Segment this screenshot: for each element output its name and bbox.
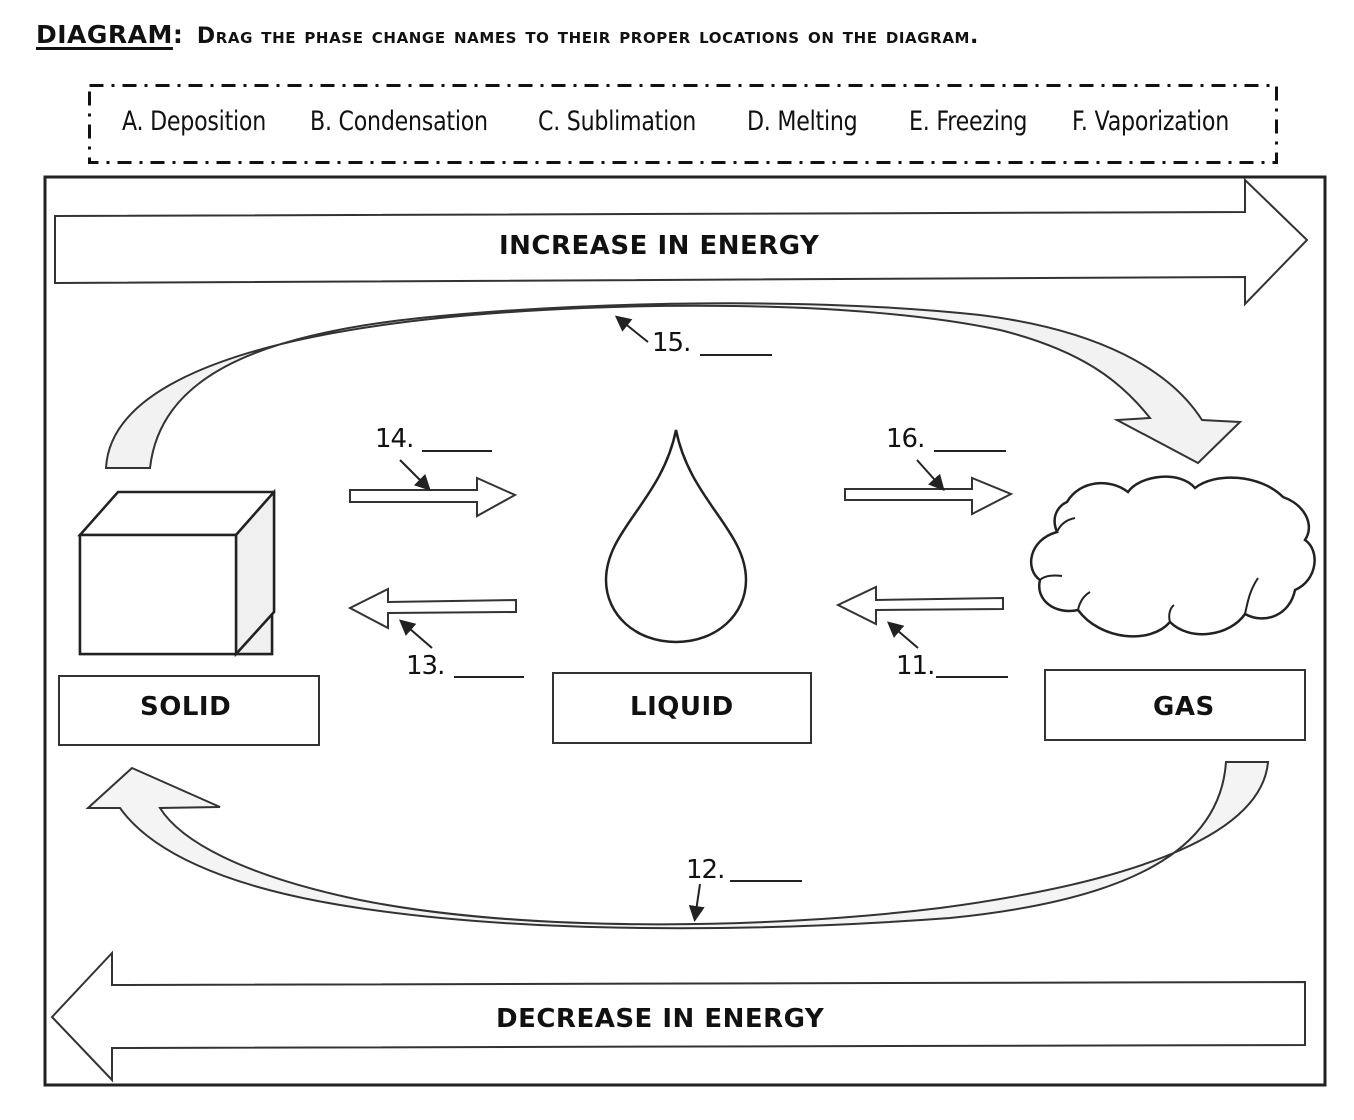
blank-16-number: 16. (886, 424, 925, 454)
word-chip-melting[interactable]: D. Melting (747, 106, 858, 137)
pointer-13 (398, 619, 433, 649)
solid-label-box (58, 675, 320, 746)
blank-12-drop-zone[interactable] (730, 852, 802, 882)
instruction-header: DIAGRAM: Drag the phase change names to … (36, 20, 979, 49)
pointer-11 (886, 621, 919, 649)
increase-energy-label: INCREASE IN ENERGY (499, 231, 820, 261)
diagram-label-colon: : (172, 20, 183, 49)
liquid-label: LIQUID (630, 692, 734, 722)
word-bank-border (88, 84, 1278, 164)
melting-arrow (349, 476, 518, 518)
blank-13-number: 13. (406, 651, 445, 681)
vaporization-arrow (844, 476, 1014, 516)
instruction-text: Drag the phase change names to their pro… (196, 24, 980, 49)
blank-15-number: 15. (652, 328, 691, 358)
blank-12-number: 12. (686, 855, 725, 885)
word-chip-deposition[interactable]: A. Deposition (122, 106, 266, 137)
blank-13-drop-zone[interactable] (454, 648, 524, 678)
diagram-label: DIAGRAM (36, 20, 173, 49)
deposition-curved-arrow (85, 761, 1270, 930)
pointer-14 (399, 459, 431, 491)
pointer-15 (614, 315, 649, 343)
liquid-label-box (552, 672, 812, 744)
gas-label-box (1044, 669, 1306, 741)
word-chip-freezing[interactable]: E. Freezing (909, 106, 1028, 137)
gas-label: GAS (1153, 692, 1215, 722)
pointer-16 (916, 459, 945, 491)
word-chip-vaporization[interactable]: F. Vaporization (1072, 106, 1230, 137)
blank-14-number: 14. (375, 424, 414, 454)
word-bank: A. Deposition B. Condensation C. Sublima… (88, 84, 1278, 164)
increase-energy-arrow (54, 177, 1309, 307)
decrease-energy-label: DECREASE IN ENERGY (496, 1004, 825, 1034)
pointer-12 (688, 883, 705, 922)
blank-11-number: 11. (896, 651, 935, 681)
diagram-frame (43, 175, 1327, 1087)
blank-16-drop-zone[interactable] (934, 422, 1006, 452)
blank-11-drop-zone[interactable] (936, 648, 1008, 678)
liquid-droplet-icon (604, 429, 748, 644)
condensation-arrow (835, 585, 1004, 626)
solid-label: SOLID (140, 692, 232, 722)
decrease-energy-arrow (50, 950, 1306, 1083)
freezing-arrow (347, 587, 517, 630)
word-chip-sublimation[interactable]: C. Sublimation (538, 106, 697, 137)
blank-15-drop-zone[interactable] (700, 326, 772, 356)
sublimation-curved-arrow (104, 302, 1243, 469)
gas-cloud-icon (1030, 475, 1316, 638)
word-chip-condensation[interactable]: B. Condensation (310, 106, 488, 137)
solid-cube-icon (77, 488, 276, 658)
blank-14-drop-zone[interactable] (422, 422, 492, 452)
